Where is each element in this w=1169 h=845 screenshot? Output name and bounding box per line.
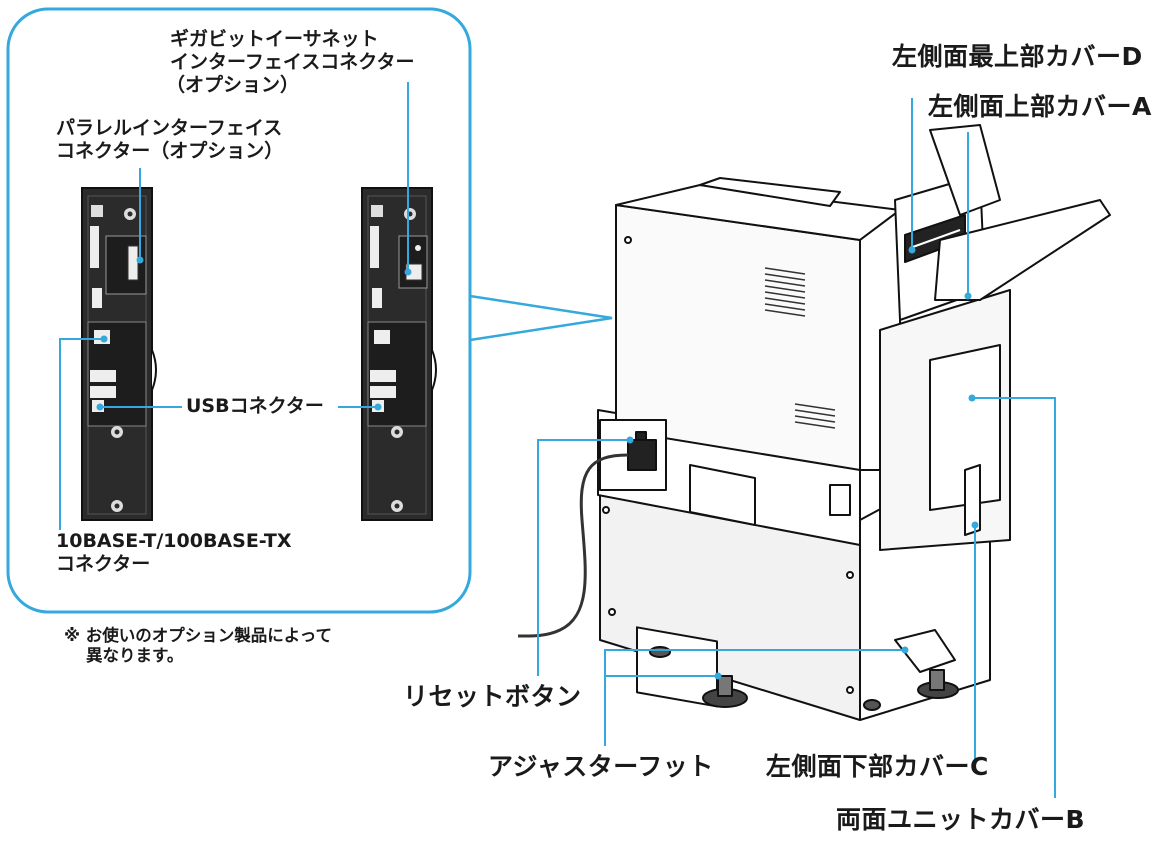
- gigabit-label-line2: インターフェイスコネクター: [170, 51, 415, 74]
- ethernet-label-line1: 10BASE-T/100BASE-TX: [56, 530, 292, 552]
- main-callout-lines: [537, 98, 1056, 798]
- ethernet-label-line2: コネクター: [56, 553, 151, 576]
- inset-pointer: [469, 294, 613, 342]
- gigabit-label-line3: （オプション）: [166, 74, 300, 97]
- callout-dot-adjuster-2: [714, 672, 722, 680]
- option-note-line1: ※ お使いのオプション製品によって: [64, 626, 332, 645]
- callout-line-reset: [537, 439, 630, 676]
- callout-dot-usb-right: [374, 403, 382, 411]
- parallel-label-line2: コネクター（オプション）: [56, 140, 284, 163]
- callout-dot-adjuster-1: [901, 646, 909, 654]
- label-left-upper-cover-a: 左側面上部カバーA: [928, 92, 1152, 121]
- callout-line-cover-b: [972, 397, 1056, 798]
- parallel-label-line1: パラレルインターフェイス: [56, 117, 283, 139]
- callout-dot-parallel: [136, 256, 144, 264]
- callout-dot-ethernet: [100, 335, 108, 343]
- ethernet-connector-label: 10BASE-T/100BASE-TX コネクター: [56, 530, 292, 576]
- callout-dot-gigabit: [404, 268, 412, 276]
- callout-dot-cover-a: [964, 292, 972, 300]
- label-reset-button: リセットボタン: [403, 682, 582, 711]
- label-left-lower-cover-c: 左側面下部カバーC: [766, 752, 989, 781]
- callout-dot-cover-c: [971, 521, 979, 529]
- usb-connector-label: USBコネクター: [186, 395, 324, 417]
- controller-panel-left: [81, 187, 157, 521]
- callout-dot-cover-d: [908, 246, 916, 254]
- option-note: ※ お使いのオプション製品によって 異なります。: [64, 626, 332, 666]
- callout-dot-cover-b: [968, 394, 976, 402]
- option-note-line2: 異なります。: [86, 646, 184, 666]
- printer-illustration: [517, 124, 1111, 721]
- parallel-connector-label: パラレルインターフェイス コネクター（オプション）: [56, 117, 283, 163]
- callout-line-ethernet: [59, 338, 104, 530]
- controller-panel-right: [361, 187, 437, 521]
- label-duplex-unit-cover-b: 両面ユニットカバーB: [836, 805, 1086, 834]
- label-adjuster-foot: アジャスターフット: [488, 752, 714, 781]
- gigabit-label-line1: ギガビットイーサネット: [170, 28, 379, 50]
- inset-callout-lines: [59, 82, 412, 530]
- gigabit-connector-label: ギガビットイーサネット インターフェイスコネクター （オプション）: [166, 28, 415, 98]
- callout-dot-usb-left: [96, 403, 104, 411]
- callout-line-adjuster: [604, 649, 905, 746]
- callout-dot-reset: [626, 436, 634, 444]
- label-left-top-cover-d: 左側面最上部カバーD: [892, 42, 1143, 71]
